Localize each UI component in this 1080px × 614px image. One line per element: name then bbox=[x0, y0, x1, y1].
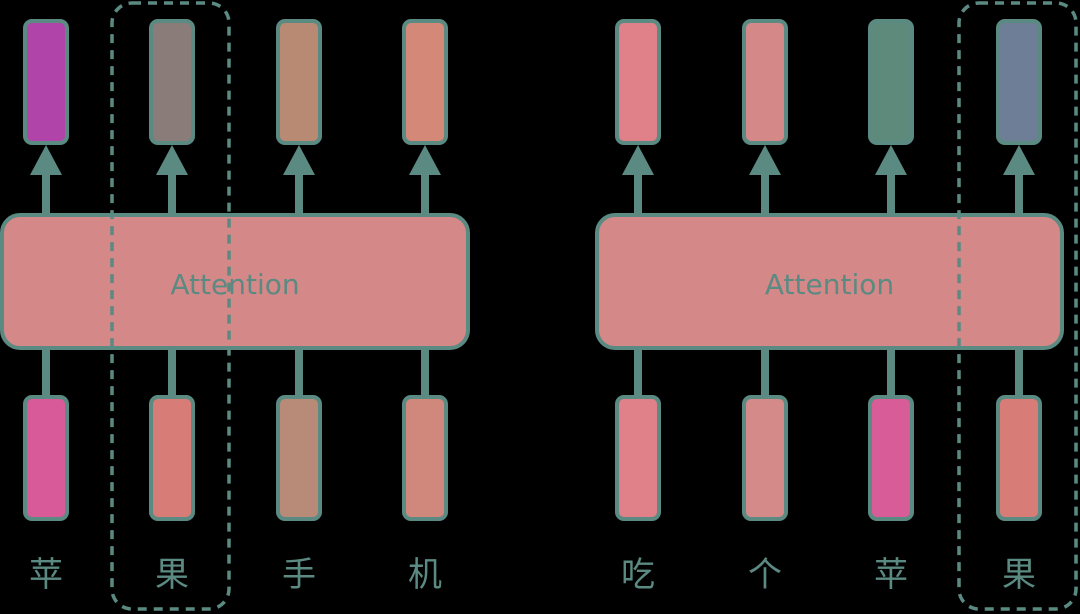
arrow-up-icon bbox=[409, 145, 441, 175]
output-vector bbox=[23, 19, 69, 145]
input-vector bbox=[742, 395, 788, 521]
token-label: 果 bbox=[1002, 555, 1036, 595]
arrow-up-icon bbox=[622, 145, 654, 175]
attention-label: Attention bbox=[170, 268, 299, 301]
attention-block bbox=[595, 213, 1064, 350]
output-vector bbox=[615, 19, 661, 145]
input-vector bbox=[996, 395, 1042, 521]
input-vector bbox=[615, 395, 661, 521]
attention-label: Attention bbox=[765, 268, 894, 301]
token-label: 苹 bbox=[29, 555, 63, 595]
token-label: 果 bbox=[155, 555, 189, 595]
input-vector bbox=[402, 395, 448, 521]
arrow-up-icon bbox=[749, 145, 781, 175]
input-vector bbox=[276, 395, 322, 521]
panel-1: 苹 果 手 机 Attention bbox=[0, 1, 470, 611]
output-vector bbox=[149, 19, 195, 145]
input-vector bbox=[23, 395, 69, 521]
output-vector bbox=[996, 19, 1042, 145]
output-vector bbox=[276, 19, 322, 145]
attention-block bbox=[0, 213, 470, 350]
arrow-up-icon bbox=[1003, 145, 1035, 175]
token-label: 苹 bbox=[874, 555, 908, 595]
arrow-up-icon bbox=[30, 145, 62, 175]
highlight-dashed-box bbox=[110, 1, 231, 611]
token-label: 个 bbox=[748, 555, 782, 595]
arrow-up-icon bbox=[156, 145, 188, 175]
arrow-up-icon bbox=[283, 145, 315, 175]
panel-2: 吃 个 苹 果 Attention bbox=[595, 1, 1078, 611]
output-vector bbox=[742, 19, 788, 145]
output-vector bbox=[402, 19, 448, 145]
highlight-dashed-box bbox=[957, 1, 1078, 611]
token-label: 吃 bbox=[621, 555, 655, 595]
token-label: 手 bbox=[282, 555, 316, 595]
output-vector bbox=[868, 19, 914, 145]
input-vector bbox=[868, 395, 914, 521]
input-vector bbox=[149, 395, 195, 521]
token-label: 机 bbox=[408, 555, 442, 595]
arrow-up-icon bbox=[875, 145, 907, 175]
